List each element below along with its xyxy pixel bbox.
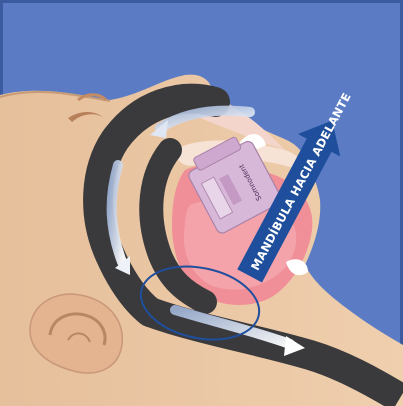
illustration-canvas: Somnodent MANDÍBULA HACIA ADELANTE xyxy=(0,0,403,406)
sleep-apnea-illustration: Somnodent MANDÍBULA HACIA ADELANTE xyxy=(0,0,403,406)
